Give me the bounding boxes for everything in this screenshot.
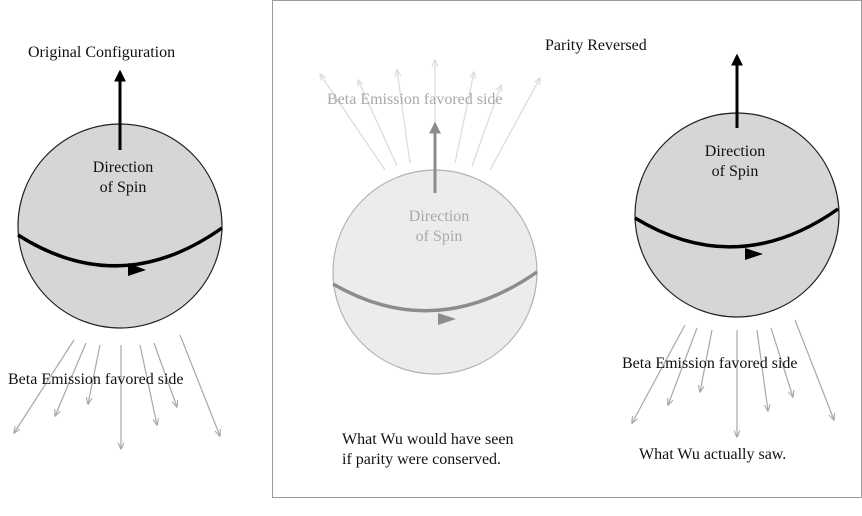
hypothetical-beta-label: Beta Emission favored side [327, 91, 503, 108]
original-configuration-group [14, 69, 224, 449]
observed-spin-label: Direction of Spin [704, 143, 766, 180]
beta-ray [471, 85, 501, 167]
beta-ray [88, 344, 101, 404]
original-configuration-title: Original Configuration [28, 44, 176, 61]
original-rotation-arrowhead [128, 263, 146, 276]
original-spin-label: Direction of Spin [92, 159, 154, 196]
beta-ray [358, 80, 398, 167]
original-beta-label: Beta Emission favored side [8, 371, 184, 388]
beta-ray [55, 342, 87, 416]
beta-ray [668, 327, 698, 405]
parity-reversed-title: Parity Reversed [545, 37, 647, 54]
observed-configuration-group [632, 53, 840, 437]
beta-ray [756, 329, 768, 411]
observed-rotation-arrowhead [745, 248, 763, 260]
observed-beta-label: Beta Emission favored side [622, 355, 798, 372]
hypothetical-configuration-group [320, 60, 540, 375]
original-rotation-arc [17, 226, 224, 268]
observed-caption: What Wu actually saw. [639, 446, 787, 463]
hypothetical-spin-label: Direction of Spin [408, 208, 470, 245]
hypothetical-rotation-arrowhead [438, 313, 456, 325]
beta-ray [632, 324, 686, 423]
beta-ray [397, 70, 411, 164]
hypothetical-beta-rays [320, 60, 540, 171]
beta-ray [489, 78, 540, 171]
hypothetical-caption: What Wu would have seen if parity were c… [342, 431, 514, 468]
observed-rotation-arc [634, 207, 840, 249]
beta-ray [179, 334, 220, 436]
original-beta-rays [14, 334, 220, 449]
beta-ray [770, 327, 793, 397]
beta-ray [153, 342, 177, 407]
beta-ray [14, 339, 75, 433]
beta-ray [700, 329, 713, 392]
beta-ray [454, 72, 474, 164]
observed-beta-rays [632, 319, 834, 437]
beta-ray [139, 344, 157, 425]
hypothetical-sphere [332, 169, 538, 375]
beta-ray [320, 74, 386, 171]
beta-ray [794, 319, 834, 420]
hypothetical-rotation-arc [332, 270, 538, 313]
original-sphere [17, 123, 223, 329]
